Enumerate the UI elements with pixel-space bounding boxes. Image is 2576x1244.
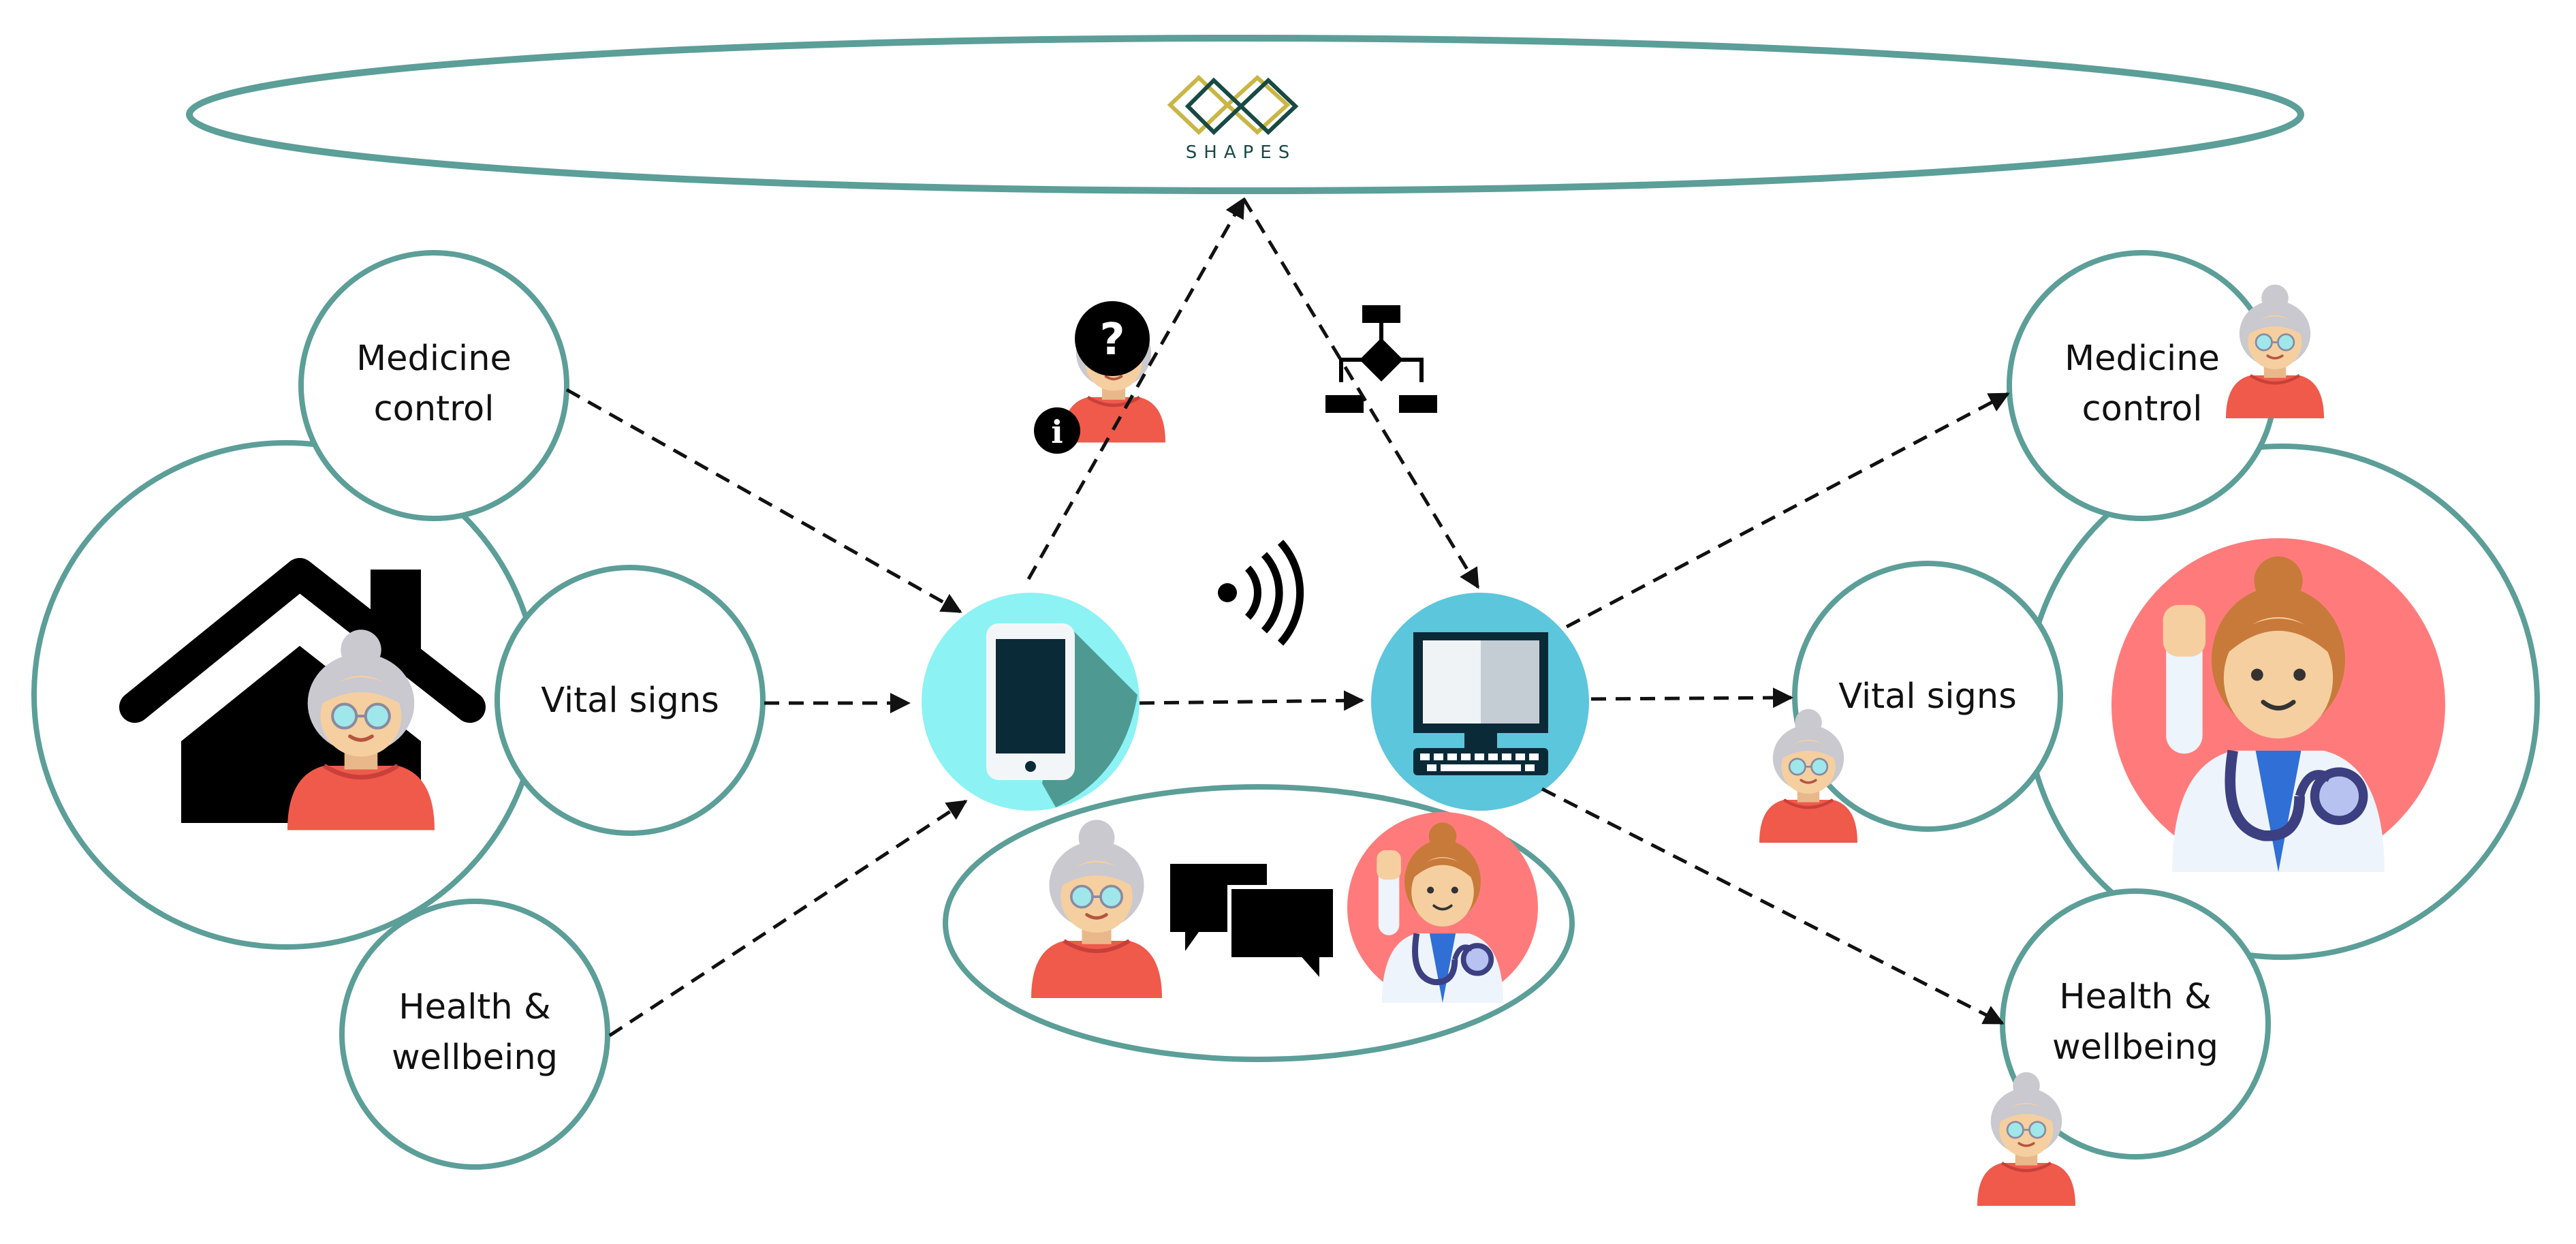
health-circle-left	[339, 899, 610, 1170]
health-wellbeing-label-left: Health & wellbeing	[391, 987, 559, 1078]
house-with-elderly-woman-icon	[119, 558, 486, 830]
vital-signs-label-left: Vital signs	[541, 681, 719, 721]
vital-signs-label-right: Vital signs	[1838, 677, 2017, 717]
infinity-chain-icon	[1167, 74, 1299, 136]
flowchart-icon	[1325, 305, 1437, 413]
vitals-circle-left	[494, 565, 766, 836]
smartphone-icon	[922, 593, 1140, 811]
health-wellbeing-label-right: Health & wellbeing	[2052, 977, 2219, 1068]
shapes-logo-text: SHAPES	[1186, 142, 1296, 163]
elderly-question-info-icon: ? i	[1034, 301, 1165, 454]
svg-text:?: ?	[1099, 315, 1125, 365]
wireless-signal-icon	[1218, 540, 1304, 646]
doctor-chat	[1347, 812, 1538, 1003]
medicine-circle-left	[298, 250, 569, 521]
shapes-platform-ellipse	[186, 35, 2304, 194]
desktop-computer-icon	[1371, 593, 1589, 811]
vitals-circle-right	[1792, 561, 2063, 832]
medicine-control-label-right: Medicine control	[2064, 339, 2220, 429]
svg-text:i: i	[1051, 414, 1063, 450]
medicine-control-label-left: Medicine control	[356, 339, 512, 429]
doctor-icon	[2111, 538, 2445, 872]
dashed-arrows	[565, 197, 2010, 1038]
speech-bubbles-icon	[1170, 864, 1337, 988]
